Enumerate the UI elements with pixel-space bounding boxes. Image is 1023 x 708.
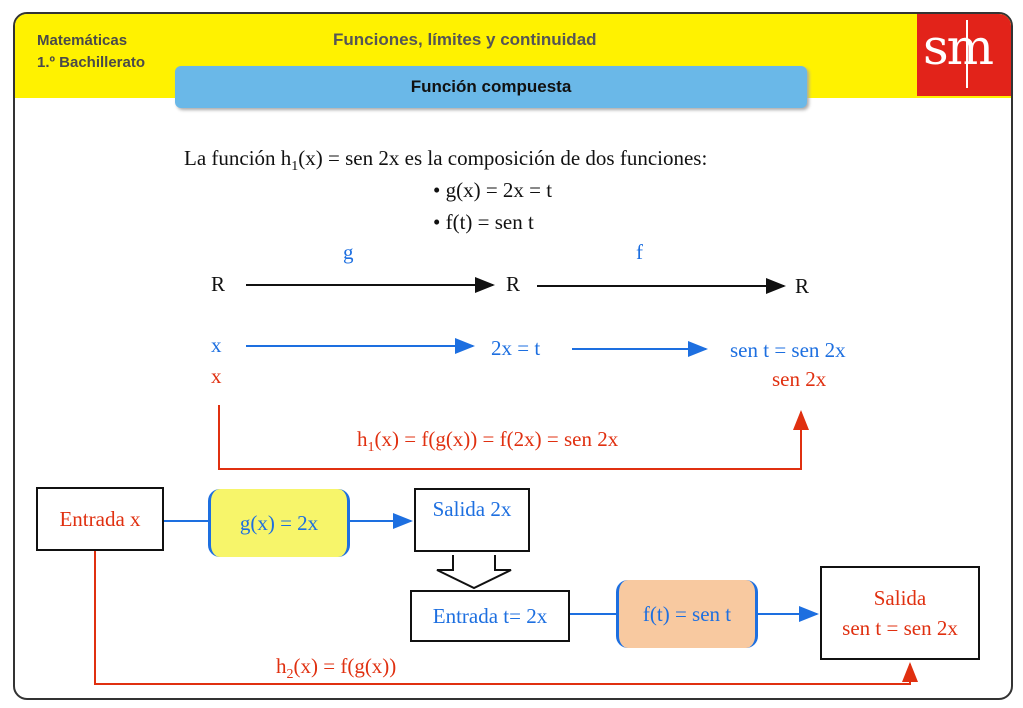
intro-h-subscript: 1 bbox=[291, 159, 299, 174]
h2-h-text: h bbox=[276, 654, 287, 678]
h1-path bbox=[218, 405, 809, 470]
end-red: sen 2x bbox=[772, 367, 827, 391]
subject-label: Matemáticas 1.º Bachillerato bbox=[37, 30, 145, 74]
set-r-1: R bbox=[211, 272, 226, 296]
f-function-box: f(t) = sen t bbox=[616, 580, 758, 648]
subject-line2: 1.º Bachillerato bbox=[37, 54, 146, 71]
logo-divider bbox=[966, 20, 968, 88]
bullet-f: • f(t) = sen t bbox=[433, 210, 534, 234]
sm-logo: sm bbox=[917, 14, 1011, 96]
mid-blue: 2x = t bbox=[491, 336, 541, 360]
set-r-2: R bbox=[506, 272, 521, 296]
subject-line1: Matemáticas bbox=[37, 32, 128, 49]
x-red: x bbox=[211, 364, 222, 388]
intro-rest-text: (x) = sen 2x es la composición de dos fu… bbox=[298, 146, 708, 170]
salida-final-line2: sen t = sen 2x bbox=[842, 616, 958, 640]
h1-h-text: h bbox=[357, 427, 368, 451]
h2-rest-text: (x) = f(g(x)) bbox=[293, 654, 397, 678]
slide-frame: Matemáticas 1.º Bachillerato Funciones, … bbox=[13, 12, 1013, 700]
g-function-box: g(x) = 2x bbox=[208, 489, 350, 557]
h1-rest-text: (x) = f(g(x)) = f(2x) = sen 2x bbox=[374, 427, 619, 451]
down-block-arrow bbox=[436, 555, 512, 590]
salida-final-line1: Salida bbox=[873, 586, 927, 610]
h1-formula: h1(x) = f(g(x)) = f(2x) = sen 2x bbox=[357, 427, 618, 456]
salida-2x-box: Salida 2x bbox=[414, 488, 530, 552]
set-r-3: R bbox=[795, 274, 810, 298]
entrada-t-box: Entrada t= 2x bbox=[410, 590, 570, 642]
h2-path bbox=[94, 550, 918, 685]
logo-text: sm bbox=[923, 18, 994, 76]
h1-subscript: 1 bbox=[367, 440, 375, 455]
h2-subscript: 2 bbox=[286, 667, 294, 682]
end-blue: sen t = sen 2x bbox=[730, 338, 846, 362]
g-label: g bbox=[343, 240, 354, 264]
f-label: f bbox=[636, 240, 643, 264]
intro-line1: La función h1(x) = sen 2x es la composic… bbox=[184, 146, 707, 175]
section-title: Función compuesta bbox=[410, 77, 572, 96]
entrada-x-box: Entrada x bbox=[36, 487, 164, 551]
bullet-g: • g(x) = 2x = t bbox=[433, 178, 553, 202]
salida-final-box: Salida sen t = sen 2x bbox=[820, 566, 980, 660]
h2-formula: h2(x) = f(g(x)) bbox=[276, 654, 396, 683]
section-banner: Función compuesta bbox=[175, 66, 807, 108]
topic-title: Funciones, límites y continuidad bbox=[333, 30, 597, 49]
intro-h-text: La función h bbox=[184, 146, 292, 170]
x-blue: x bbox=[211, 333, 222, 357]
